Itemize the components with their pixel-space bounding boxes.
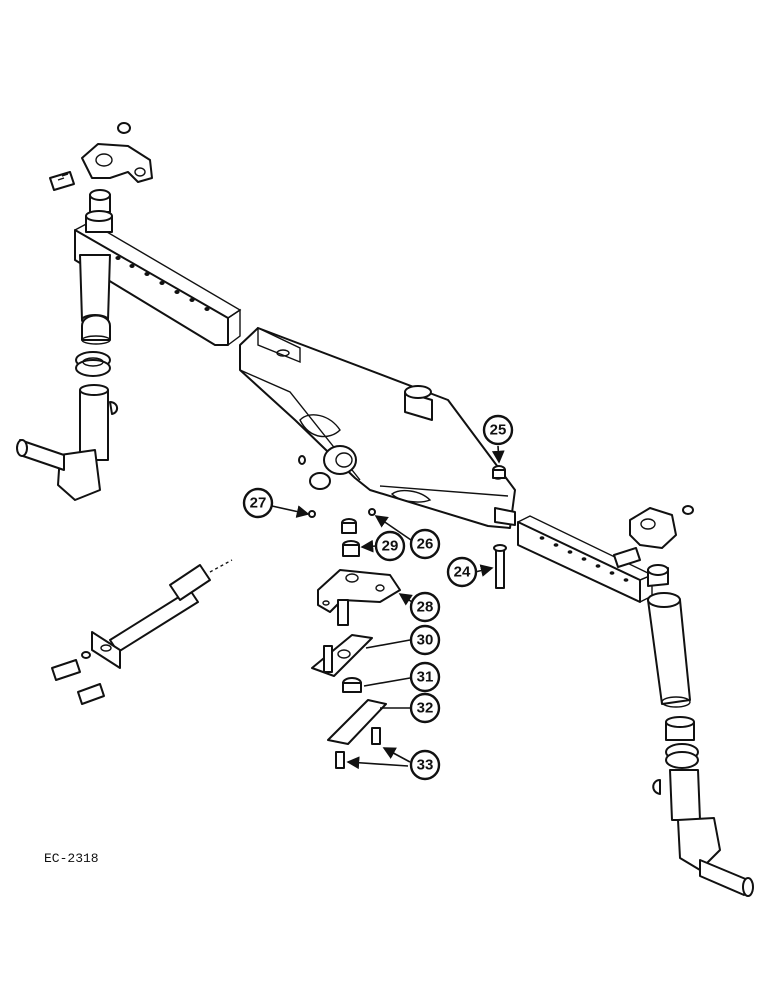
callout-24-label: 24 xyxy=(454,564,471,581)
figure-code: EC-2318 xyxy=(44,851,99,866)
callout-26-label: 26 xyxy=(417,536,434,553)
pin-bolt-a xyxy=(51,659,81,681)
callout-31-label: 31 xyxy=(417,669,434,686)
bolt-33b xyxy=(335,751,345,769)
leader-31 xyxy=(363,677,411,687)
leader-30 xyxy=(365,639,411,649)
callout-25: 25 xyxy=(482,414,514,446)
callout-30-label: 30 xyxy=(417,632,434,649)
left-steering-knuckle xyxy=(16,384,118,501)
leader-33a xyxy=(382,747,411,763)
left-clamp-bolt xyxy=(49,171,75,191)
callout-33: 33 xyxy=(409,749,441,781)
steering-cylinder-pin xyxy=(91,559,233,669)
pivot-bracket-28 xyxy=(317,569,401,626)
bushing-31 xyxy=(342,677,362,693)
leader-lines xyxy=(271,445,505,770)
grease-fitting-27 xyxy=(308,510,316,518)
leader-28 xyxy=(398,593,413,606)
grease-fitting-26 xyxy=(368,508,376,516)
small-pin xyxy=(298,455,306,465)
left-lower-bushing xyxy=(81,314,111,345)
right-upper-bushing xyxy=(647,564,669,587)
right-axle-extension xyxy=(517,515,691,708)
nut-25 xyxy=(492,465,506,479)
pivot-bushing-small xyxy=(309,472,331,490)
callout-25-label: 25 xyxy=(490,422,507,439)
front-axle-beam xyxy=(239,326,516,529)
right-thrust-washer xyxy=(665,743,699,769)
leader-29 xyxy=(360,539,377,553)
pin-nut xyxy=(81,651,91,659)
left-upper-bushing-2 xyxy=(85,210,113,233)
leader-25 xyxy=(491,445,505,464)
left-upper-bushing xyxy=(89,189,111,213)
callout-31: 31 xyxy=(409,661,441,693)
bolt-24 xyxy=(493,544,507,589)
callout-32: 32 xyxy=(409,692,441,724)
right-steering-knuckle xyxy=(652,769,754,897)
callout-27-label: 27 xyxy=(250,495,267,512)
leader-27 xyxy=(271,505,310,518)
left-steering-clamp xyxy=(81,122,153,183)
callout-24: 24 xyxy=(446,556,478,588)
callout-30: 30 xyxy=(409,624,441,656)
leader-33b xyxy=(346,756,409,770)
right-steering-clamp xyxy=(629,505,694,549)
bolt-33a xyxy=(371,727,381,745)
left-thrust-washer xyxy=(75,351,111,377)
callout-33-label: 33 xyxy=(417,757,434,774)
bushing-29 xyxy=(341,518,360,557)
leader-26 xyxy=(374,515,412,541)
shim-32 xyxy=(327,699,387,745)
leader-24 xyxy=(474,564,494,577)
callout-32-label: 32 xyxy=(417,700,434,717)
pin-bolt-b xyxy=(77,683,105,705)
callout-27: 27 xyxy=(242,487,274,519)
callout-29: 29 xyxy=(374,530,406,562)
right-lower-bushing xyxy=(665,716,695,741)
callout-28-label: 28 xyxy=(417,599,434,616)
callout-29-label: 29 xyxy=(382,538,399,555)
right-clamp-bolt xyxy=(613,547,641,568)
pivot-plate-30 xyxy=(311,634,373,677)
callout-26: 26 xyxy=(409,528,441,560)
callout-28: 28 xyxy=(409,591,441,623)
